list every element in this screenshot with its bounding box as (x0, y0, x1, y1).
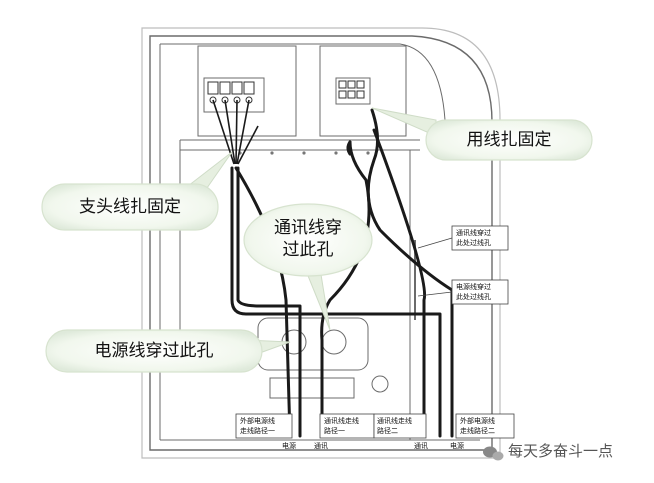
box-ext-power-2-line2: 走线路径二 (460, 427, 495, 435)
box-comm-2-line2: 路径二 (377, 427, 398, 435)
bubble-comm-hole (243, 203, 373, 331)
side-label-comm-line2: 此处过线孔 (456, 239, 491, 247)
side-label-boxes (417, 225, 509, 305)
bottom-label-boxes (235, 413, 515, 439)
box-ext-power-1-line2: 走线路径一 (240, 427, 275, 435)
box-ext-power-2-line1: 外部电源线 (460, 417, 495, 425)
bottom-label-comm-a: 通讯 (314, 442, 328, 450)
callout-power-hole: 电源线穿过此孔 (94, 341, 214, 361)
callout-comm-hole-line1: 通讯线穿 (274, 218, 342, 238)
side-label-power-line2: 此处过线孔 (456, 293, 491, 301)
bubble-power-hole (45, 329, 291, 373)
box-comm-2-line1: 通讯线走线 (377, 417, 412, 425)
side-label-comm-line1: 通讯线穿过 (456, 229, 491, 237)
bubble-fix-with-ties (371, 107, 593, 161)
callout-fix-with-ties: 用线扎固定 (466, 130, 552, 150)
box-comm-1-line2: 路径一 (324, 427, 345, 435)
bottom-label-power-a: 电源 (282, 442, 296, 450)
callout-bubbles (41, 107, 593, 373)
callout-branch-tie: 支头线扎固定 (79, 197, 181, 217)
wechat-icon (483, 446, 504, 461)
callout-comm-hole-line2: 过此孔 (282, 240, 334, 260)
box-ext-power-1-line1: 外部电源线 (240, 417, 275, 425)
side-label-power-line1: 电源线穿过 (456, 283, 491, 291)
bottom-label-power-b: 电源 (450, 442, 464, 450)
watermark: 每天多奋斗一点 (482, 440, 613, 461)
bubble-branch-tie (41, 151, 233, 231)
watermark-text: 每天多奋斗一点 (508, 442, 614, 460)
bottom-label-comm-b: 通讯 (414, 442, 428, 450)
box-comm-1-line1: 通讯线走线 (324, 417, 359, 425)
